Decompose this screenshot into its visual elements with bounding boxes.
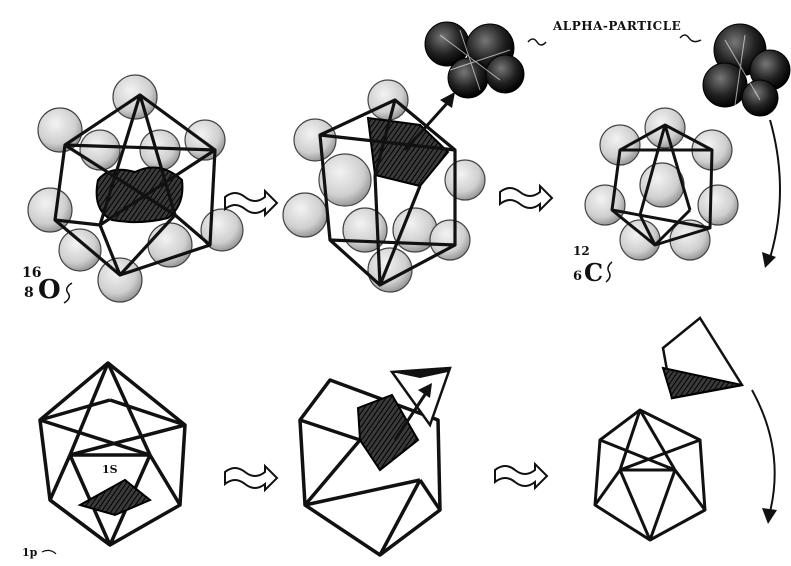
- carbon-atomic-number: 6: [573, 269, 582, 284]
- oxygen-atomic-number: 8: [24, 285, 34, 301]
- carbon-nucleus-icon: [585, 108, 738, 260]
- carbon-symbol: C: [584, 258, 603, 287]
- curved-arrow-icon: [752, 390, 775, 512]
- squiggle-pointer-icon: [680, 35, 701, 42]
- curved-arrow-icon: [770, 120, 780, 258]
- small-icosahedron-icon: [595, 410, 705, 540]
- tetrahedron-icon: [358, 395, 418, 470]
- oxygen-symbol: O: [38, 275, 61, 305]
- face-label: 1S: [102, 463, 118, 476]
- carbon-mass-number: 12: [573, 244, 590, 258]
- vertex-label: 1p: [22, 546, 38, 559]
- alpha-particle-icon: [703, 24, 790, 116]
- wavy-arrow-icon: [225, 466, 277, 490]
- icosahedron-icon: [40, 363, 185, 545]
- alpha-particle-icon: [425, 22, 524, 98]
- oxygen-emitting-alpha-icon: [283, 80, 485, 292]
- oxygen-nucleus-icon: [28, 75, 243, 302]
- oxygen-isotope-label: 16 8 O: [22, 265, 72, 305]
- alpha-particle-label: ALPHA-PARTICLE: [552, 19, 681, 33]
- carbon-isotope-label: 12 6 C: [573, 244, 612, 287]
- free-tetrahedron-icon: [663, 318, 742, 398]
- wavy-arrow-icon: [495, 464, 547, 488]
- squiggle-pointer-icon: [528, 39, 546, 45]
- wavy-arrow-icon: [500, 186, 552, 210]
